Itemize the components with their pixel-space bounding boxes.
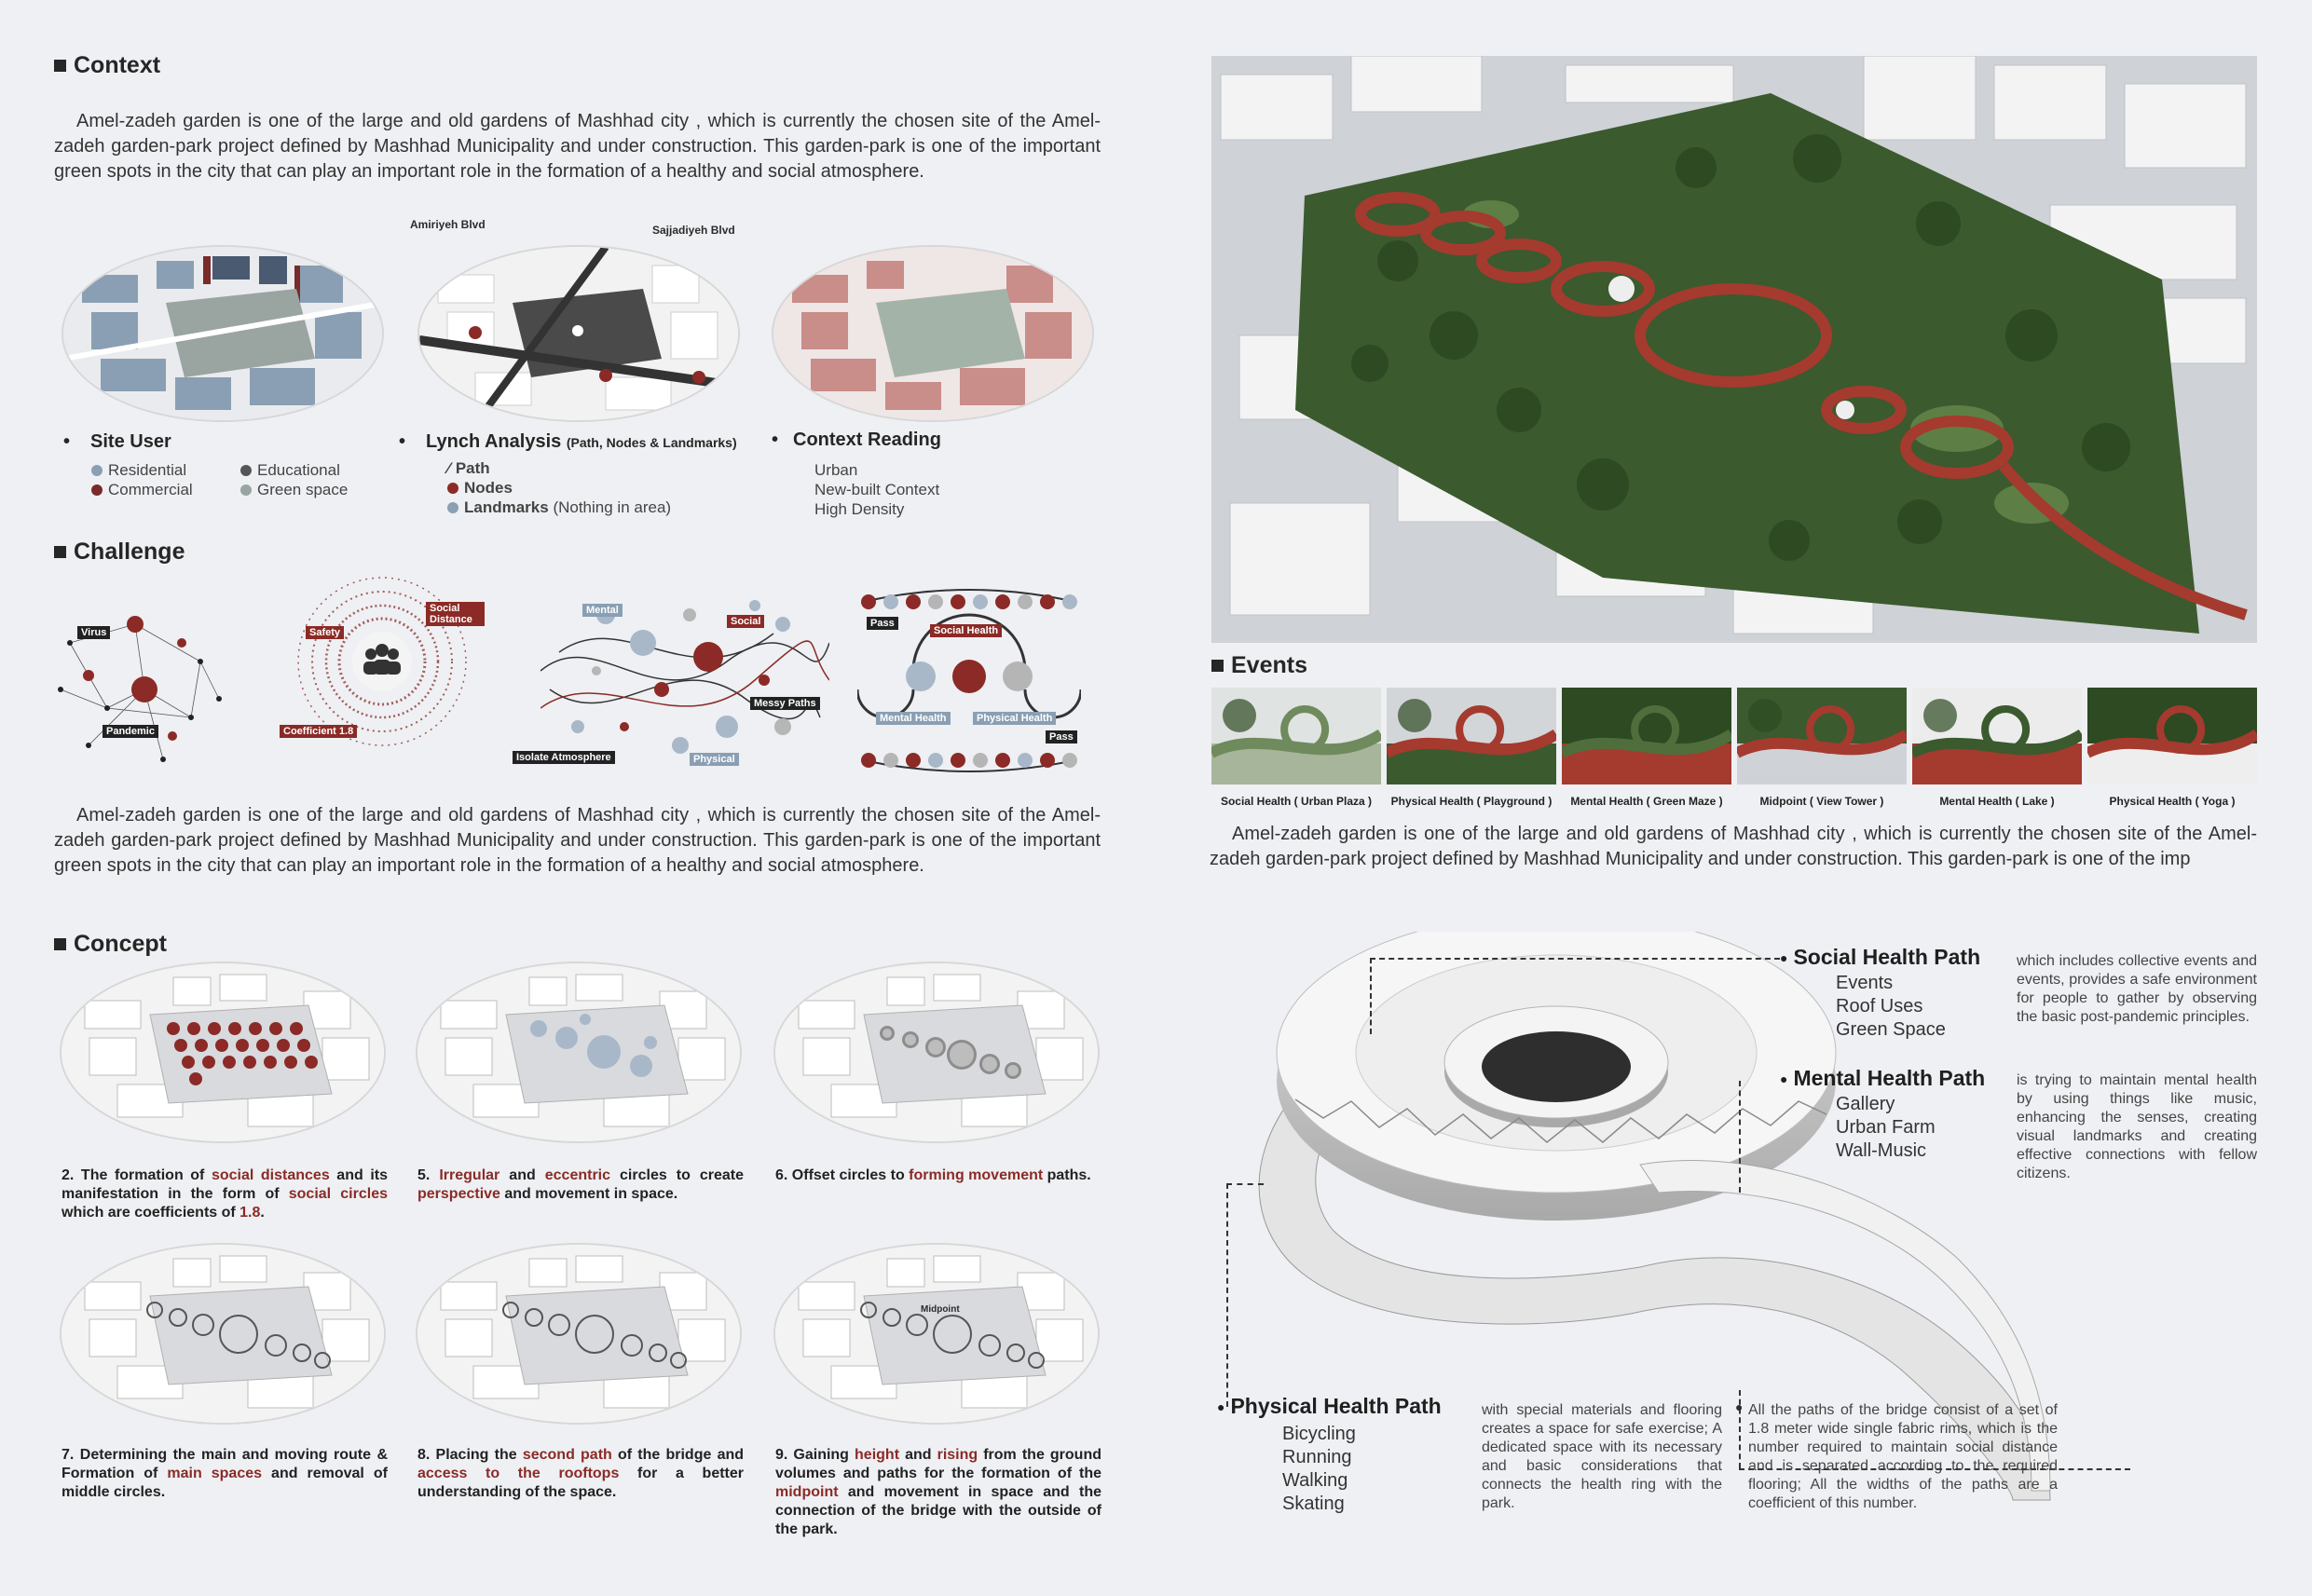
section-square-icon bbox=[1211, 660, 1224, 672]
road-label-amiriyeh: Amiriyeh Blvd bbox=[410, 218, 486, 231]
messy-paths-diagram: Mental Social Messy Paths Isolate Atmosp… bbox=[513, 587, 830, 773]
mental-path-block: ●Mental Health Path Gallery Urban Farm W… bbox=[1780, 1066, 1986, 1161]
bridge-width-note: All the paths of the bridge consist of a… bbox=[1748, 1402, 2058, 1511]
event-label: Physical Health ( Playground ) bbox=[1390, 795, 1553, 808]
physical-path-desc: with special materials and flooring crea… bbox=[1482, 1402, 1722, 1511]
concept-diagram bbox=[60, 962, 386, 1143]
physical-leader-v bbox=[1226, 1183, 1228, 1407]
context-title: Context bbox=[54, 52, 160, 79]
concept-title: Concept bbox=[54, 931, 167, 958]
ring-model-render bbox=[1230, 912, 2209, 1509]
concept-diagram bbox=[60, 1243, 386, 1425]
event-label: Midpoint ( View Tower ) bbox=[1759, 795, 1884, 808]
midpoint-label: Midpoint bbox=[921, 1304, 960, 1315]
physical-leader-h bbox=[1226, 1183, 1264, 1185]
site-user-map bbox=[62, 245, 384, 422]
event-card: Social Health ( Urban Plaza ) bbox=[1209, 688, 1385, 808]
challenge-title: Challenge bbox=[54, 539, 185, 566]
event-thumbnail bbox=[1384, 688, 1560, 784]
section-square-icon bbox=[54, 938, 66, 950]
event-label: Social Health ( Urban Plaza ) bbox=[1220, 795, 1373, 808]
concept-diagram bbox=[416, 1243, 742, 1425]
health-paths-diagram: Pass Social Health Mental Health Physica… bbox=[855, 587, 1083, 773]
event-label: Physical Health ( Yoga ) bbox=[2109, 795, 2236, 808]
context-reading-legend: •Context Reading Urban New-built Context… bbox=[772, 430, 941, 518]
event-thumbnail bbox=[2085, 688, 2261, 784]
event-thumbnail bbox=[1559, 688, 1735, 784]
event-card: Mental Health ( Lake ) bbox=[1909, 688, 2086, 808]
context-paragraph: Amel-zadeh garden is one of the large an… bbox=[54, 111, 1101, 182]
section-square-icon bbox=[54, 546, 66, 558]
event-card: Mental Health ( Green Maze ) bbox=[1559, 688, 1735, 808]
lynch-map bbox=[417, 245, 740, 422]
note-leader-v bbox=[1739, 1390, 1741, 1468]
lynch-legend: •Lynch Analysis (Path, Nodes & Landmarks… bbox=[399, 431, 737, 516]
aerial-render-image bbox=[1211, 56, 2257, 643]
event-card: Physical Health ( Yoga ) bbox=[2085, 688, 2261, 808]
mental-path-desc: is trying to maintain mental health by u… bbox=[2017, 1072, 2257, 1181]
concept-caption: 8. Placing the second path of the bridge… bbox=[417, 1447, 745, 1500]
virus-network-diagram: Virus Pandemic bbox=[51, 587, 238, 773]
event-card: Physical Health ( Playground ) bbox=[1384, 688, 1560, 808]
concept-caption: 2. The formation of social distances and… bbox=[62, 1167, 388, 1221]
concept-caption: 5. Irregular and eccentric circles to cr… bbox=[417, 1167, 744, 1202]
event-label: Mental Health ( Green Maze ) bbox=[1570, 795, 1723, 808]
social-path-block: ●Social Health Path Events Roof Uses Gre… bbox=[1780, 945, 1981, 1040]
physical-path-block: ●Physical Health Path Bicycling Running … bbox=[1217, 1394, 1442, 1514]
concept-caption: 9. Gaining height and rising from the gr… bbox=[775, 1447, 1102, 1537]
concept-caption: 7. Determining the main and moving route… bbox=[62, 1447, 388, 1500]
event-thumbnail bbox=[1909, 688, 2086, 784]
event-card: Midpoint ( View Tower ) bbox=[1734, 688, 1910, 808]
concept-diagram bbox=[773, 1243, 1100, 1425]
concept-diagram bbox=[773, 962, 1100, 1143]
event-thumbnail bbox=[1734, 688, 1910, 784]
events-paragraph: Amel-zadeh garden is one of the large an… bbox=[1210, 824, 2257, 869]
events-strip: Social Health ( Urban Plaza ) Physical H… bbox=[1209, 688, 2261, 808]
road-label-sajjadiyeh: Sajjadiyeh Blvd bbox=[652, 224, 735, 237]
event-thumbnail bbox=[1209, 688, 1385, 784]
social-leader-h bbox=[1370, 958, 1780, 960]
concept-diagram bbox=[416, 962, 742, 1143]
events-title: Events bbox=[1211, 652, 1307, 679]
event-label: Mental Health ( Lake ) bbox=[1939, 795, 2055, 808]
social-leader-v bbox=[1370, 958, 1372, 1034]
mental-leader-v bbox=[1739, 1081, 1741, 1193]
site-user-legend: •Site User Residential Educational Comme… bbox=[63, 431, 349, 498]
social-path-desc: which includes collective events and eve… bbox=[2017, 953, 2257, 1025]
section-square-icon bbox=[54, 60, 66, 72]
social-distance-diagram: Social Distance Safety Coefficient 1.8 bbox=[280, 568, 485, 755]
challenge-paragraph: Amel-zadeh garden is one of the large an… bbox=[54, 805, 1101, 876]
note-leader-h bbox=[1739, 1468, 2130, 1470]
concept-caption: 6. Offset circles to forming movement pa… bbox=[775, 1167, 1091, 1183]
note-bullet-icon: ● bbox=[1735, 1399, 1744, 1414]
context-reading-map bbox=[772, 245, 1094, 422]
